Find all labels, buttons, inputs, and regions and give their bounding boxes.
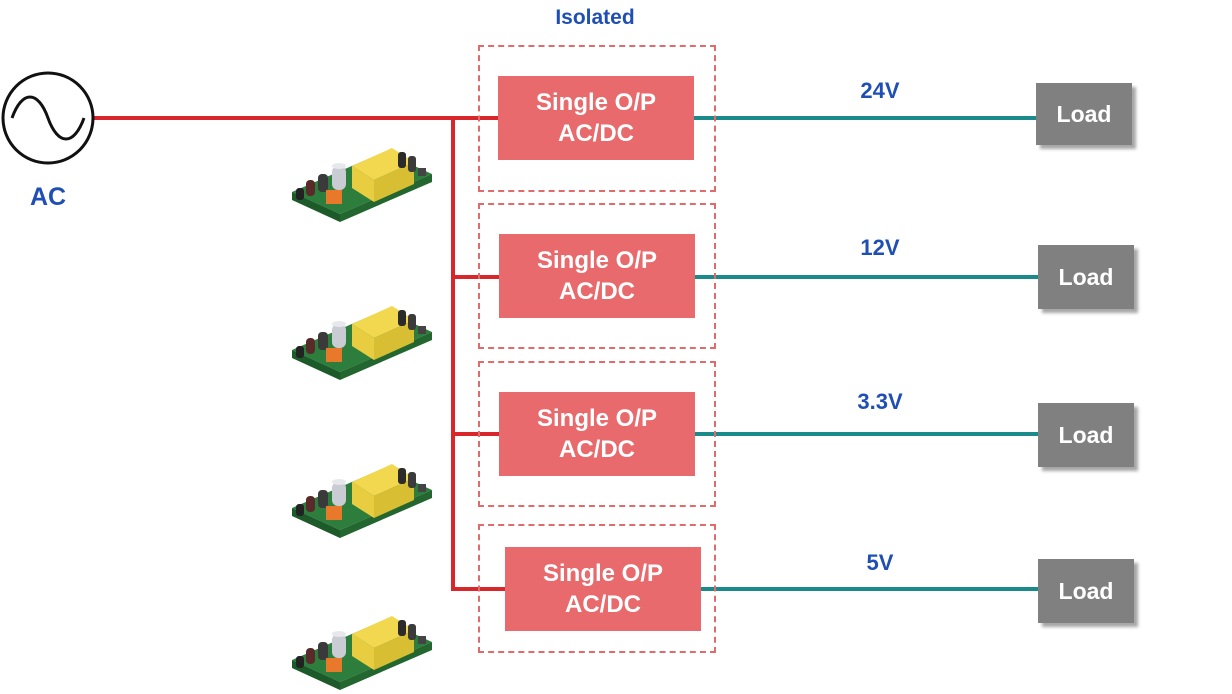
power-supply-board-icon [292, 616, 432, 690]
isolated-label: Isolated [555, 6, 635, 29]
converter-block-2: Single O/P AC/DC [499, 234, 695, 318]
converter-line2: AC/DC [558, 120, 634, 147]
power-supply-board-icon [292, 464, 432, 538]
converter-line1: Single O/P [542, 560, 664, 587]
converter-line1: Single O/P [536, 405, 658, 432]
converter-line1: Single O/P [535, 89, 657, 116]
converter-line1: Single O/P [536, 247, 658, 274]
converter-line2: AC/DC [559, 436, 635, 463]
ac-source-sine-icon [1, 71, 95, 165]
load-block-4: Load [1038, 559, 1134, 623]
converter-block-3: Single O/P AC/DC [499, 392, 695, 476]
load-block-3: Load [1038, 403, 1134, 467]
converter-line2: AC/DC [559, 278, 635, 305]
voltage-label-4: 5V [866, 550, 894, 575]
isolation-boundary-4 [478, 524, 716, 653]
converter-block-1: Single O/P AC/DC [498, 76, 694, 160]
isolation-boundary-2 [478, 203, 716, 349]
voltage-label-1: 24V [860, 78, 900, 103]
load-block-2: Load [1038, 245, 1134, 309]
voltage-label-3: 3.3V [857, 389, 903, 414]
voltage-label-2: 12V [860, 235, 900, 260]
converter-block-4: Single O/P AC/DC [505, 547, 701, 631]
isolation-boundary-3 [478, 361, 716, 507]
power-supply-board-icon [292, 306, 432, 380]
ac-label: AC [29, 183, 67, 211]
isolation-boundary-1 [478, 45, 716, 192]
power-supply-board-icon [292, 148, 432, 222]
load-block-1: Load [1036, 83, 1132, 145]
converter-line2: AC/DC [565, 591, 641, 618]
